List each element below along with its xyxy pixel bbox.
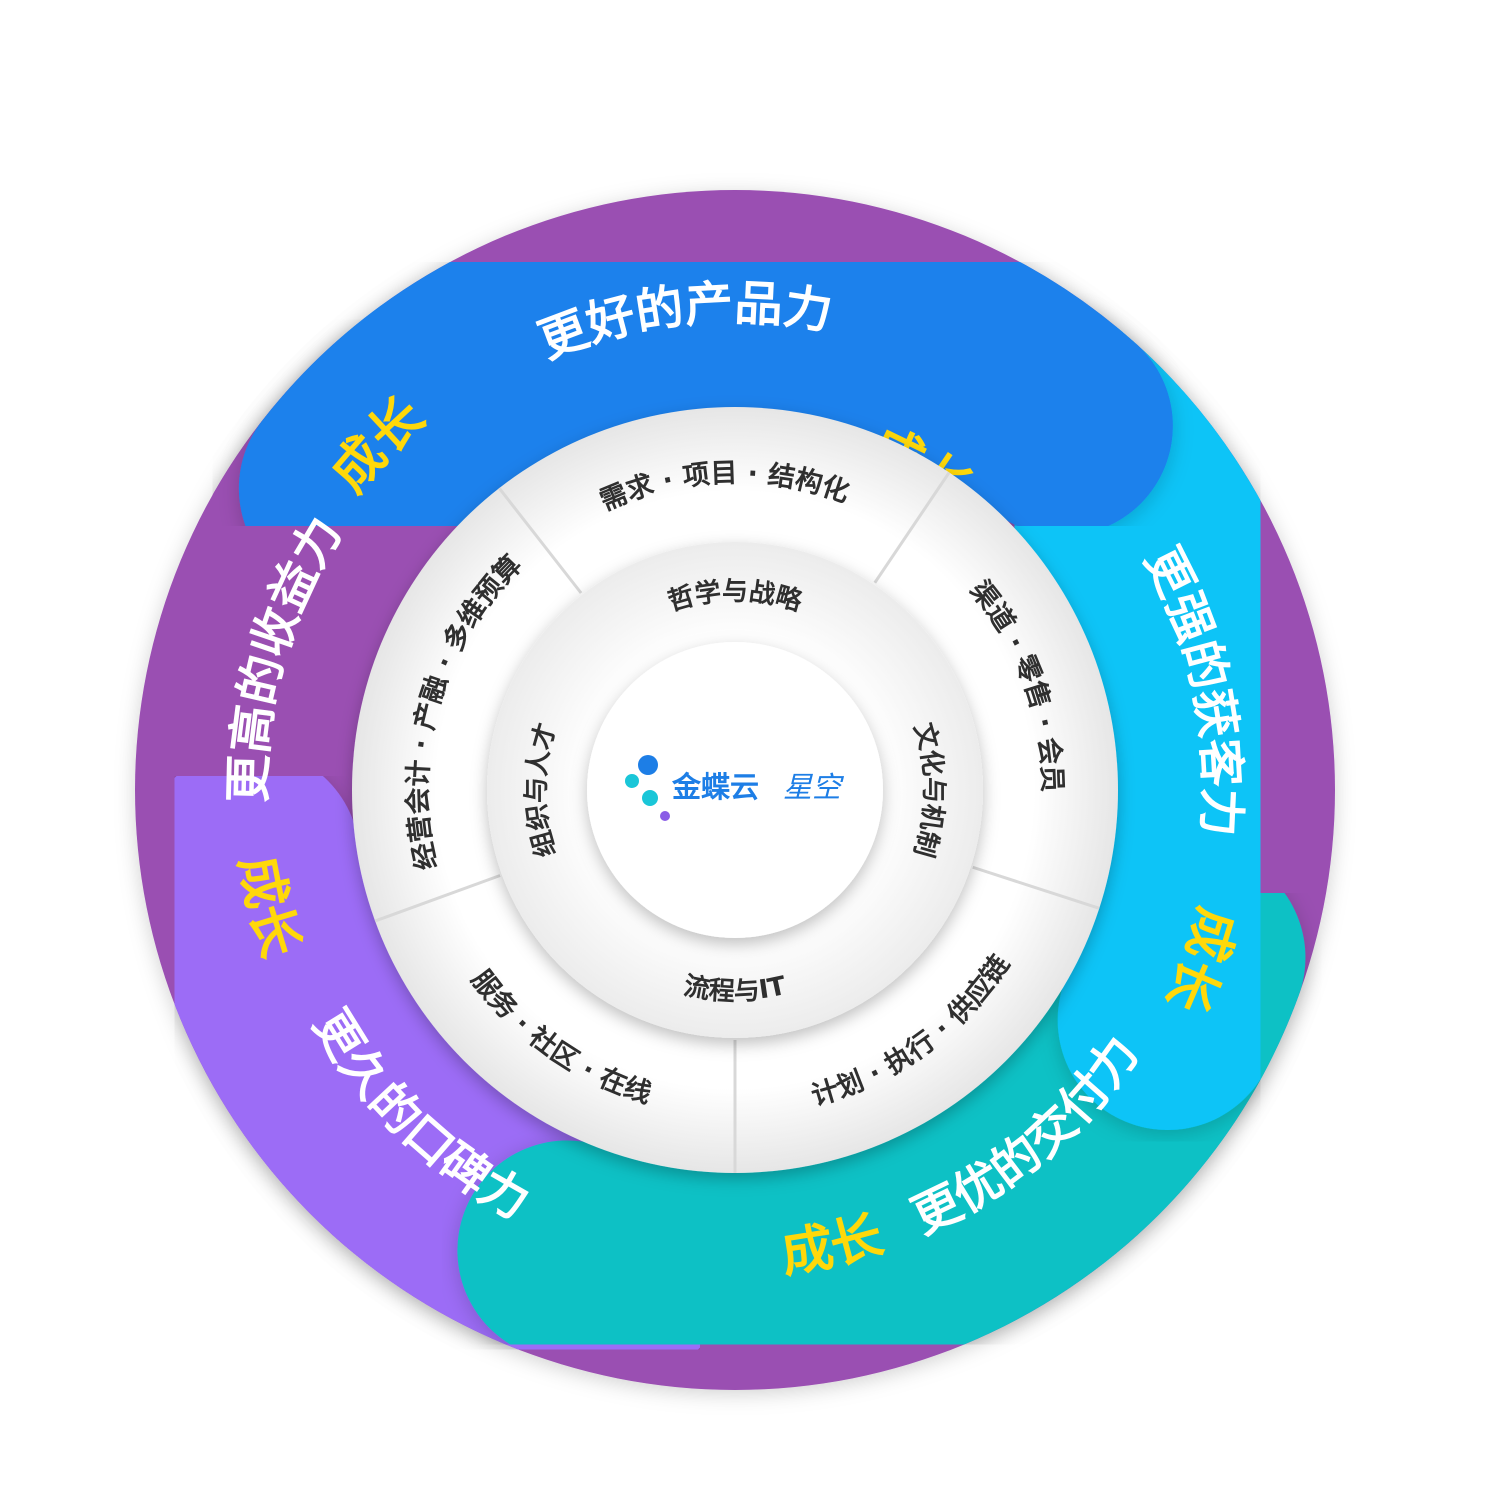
middle-divider — [374, 874, 501, 923]
center-disk — [587, 642, 883, 938]
dots-logo-icon — [625, 755, 670, 821]
brand-name: 金蝶云 — [671, 770, 759, 804]
middle-divider — [498, 487, 583, 594]
product-name: 星空 — [783, 770, 845, 804]
outer-segment-1 — [238, 190, 1173, 599]
middle-divider — [873, 471, 951, 584]
middle-divider — [972, 865, 1100, 910]
outer-segment-band — [238, 190, 1173, 599]
center-logo: 金蝶云 星空 — [587, 642, 883, 938]
outer-ring: 更好的产品力成长更强的获客力成长更优的交付力成长更久的口碑力成长更高的收益力成长 — [135, 190, 1335, 1390]
